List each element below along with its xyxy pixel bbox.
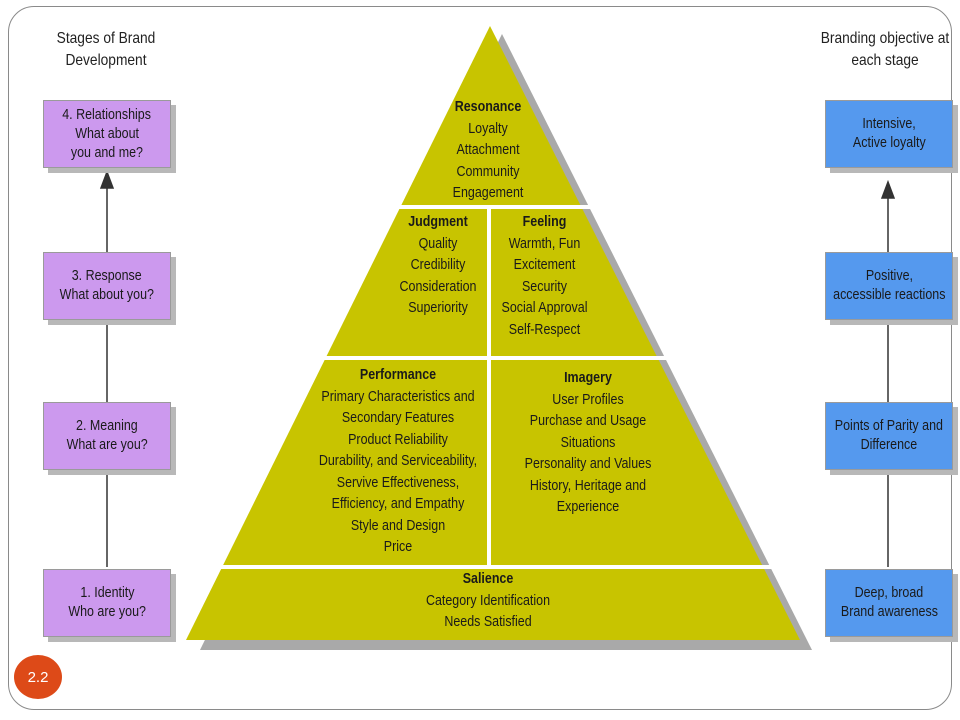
stage-box-relationships: 4. Relationships What about you and me? xyxy=(43,100,171,168)
right-arrow-head xyxy=(880,179,896,199)
judgment-block: Judgment Quality Credibility Considerati… xyxy=(368,212,508,320)
resonance-block: Resonance Loyalty Attachment Community E… xyxy=(408,97,568,205)
stage-box-response: 3. Response What about you? xyxy=(43,252,171,320)
slide-frame xyxy=(8,6,952,710)
judgment-title: Judgment xyxy=(408,214,468,230)
performance-block: Performance Primary Characteristics and … xyxy=(298,365,498,559)
objective-box-reactions: Positive, accessible reactions xyxy=(825,252,953,320)
objective-box-loyalty: Intensive, Active loyalty xyxy=(825,100,953,168)
stage-box-identity: 1. Identity Who are you? xyxy=(43,569,171,637)
slide-number-badge: 2.2 xyxy=(14,655,62,699)
imagery-title: Imagery xyxy=(564,370,612,386)
objective-box-parity: Points of Parity and Difference xyxy=(825,402,953,470)
left-header: Stages of Brand Development xyxy=(56,30,156,69)
salience-title: Salience xyxy=(462,571,514,587)
imagery-block: Imagery User Profiles Purchase and Usage… xyxy=(498,368,678,519)
feeling-title: Feeling xyxy=(522,214,567,230)
objective-box-awareness: Deep, broad Brand awareness xyxy=(825,569,953,637)
performance-title: Performance xyxy=(359,367,437,383)
pyramid-body xyxy=(186,26,800,640)
left-arrow-head xyxy=(99,169,115,189)
feeling-block: Feeling Warmth, Fun Excitement Security … xyxy=(472,212,617,341)
resonance-title: Resonance xyxy=(454,99,522,115)
stage-box-meaning: 2. Meaning What are you? xyxy=(43,402,171,470)
salience-block: Salience Category Identification Needs S… xyxy=(398,569,578,634)
right-header: Branding objective at each stage xyxy=(820,30,950,69)
